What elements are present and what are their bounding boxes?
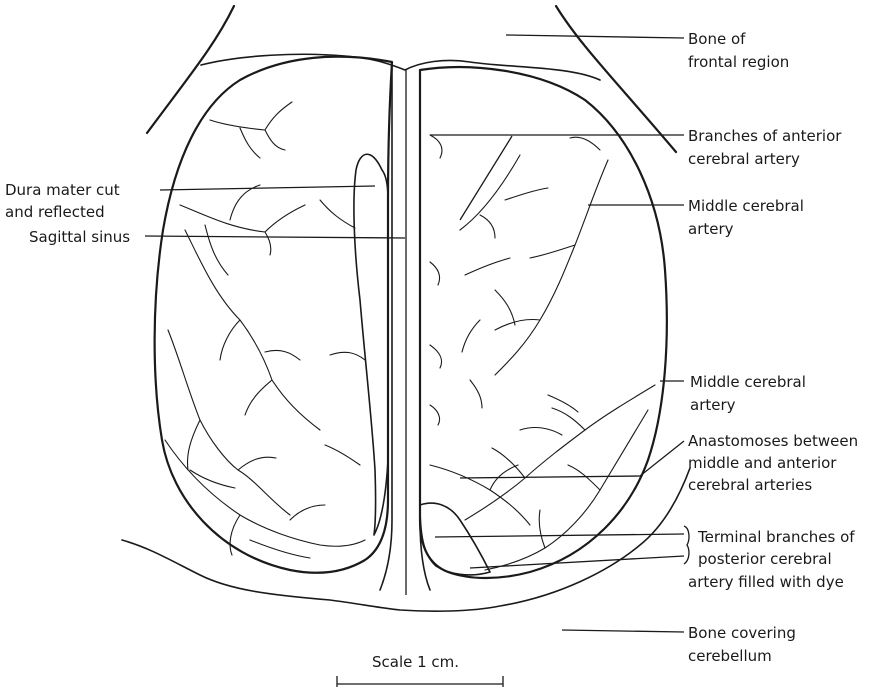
label-anterior-branches-line-2: cerebral artery xyxy=(688,150,800,168)
label-bone-frontal: Bone of frontal region xyxy=(688,30,789,71)
label-anastomoses-line-2: middle and anterior xyxy=(688,454,837,472)
label-anastomoses-line-3: cerebral arteries xyxy=(688,476,812,494)
label-terminal-branches-line-2: posterior cerebral xyxy=(698,550,832,568)
midline-structures xyxy=(354,62,430,595)
label-scale: Scale 1 cm. xyxy=(372,653,459,671)
left-hemisphere xyxy=(155,57,392,573)
label-terminal-branches-line-3: artery filled with dye xyxy=(688,573,844,591)
sagittal-sinus-right-wall xyxy=(420,70,430,590)
left-vessels xyxy=(165,102,365,558)
label-middle-cerebral-2-line-1: Middle cerebral xyxy=(690,373,806,391)
label-scale-line-1: Scale 1 cm. xyxy=(372,653,459,671)
right-hemisphere xyxy=(420,67,667,578)
label-sagittal-sinus-line-1: Sagittal sinus xyxy=(29,228,130,246)
label-bone-cerebellum-line-2: cerebellum xyxy=(688,647,772,665)
label-anterior-branches-line-1: Branches of anterior xyxy=(688,127,842,145)
label-bone-cerebellum-line-1: Bone covering xyxy=(688,624,796,642)
label-sagittal-sinus: Sagittal sinus xyxy=(29,228,130,246)
label-terminal-branches-line-1: Terminal branches of xyxy=(697,528,855,546)
reflected-dura-flap xyxy=(354,154,388,535)
label-dura-mater-line-1: Dura mater cut xyxy=(5,181,120,199)
leader-anastomoses xyxy=(460,441,684,478)
label-dura-mater-line-2: and reflected xyxy=(5,203,105,221)
label-bone-cerebellum: Bone covering cerebellum xyxy=(688,624,801,665)
leader-anterior-branches-2 xyxy=(460,136,512,220)
terminal-brace xyxy=(684,526,689,564)
label-dura-mater: Dura mater cut and reflected xyxy=(5,181,124,221)
scale-bar xyxy=(337,676,503,687)
label-anterior-branches: Branches of anterior cerebral artery xyxy=(688,127,846,168)
right-vessels xyxy=(430,135,655,570)
label-middle-cerebral-1: Middle cerebral artery xyxy=(688,197,809,238)
frontal-bone-cut-edge xyxy=(201,54,600,80)
leader-dura-mater xyxy=(160,186,375,190)
label-terminal-branches: Terminal branches of posterior cerebral … xyxy=(688,528,859,591)
label-middle-cerebral-2: Middle cerebral artery xyxy=(690,373,811,414)
label-middle-cerebral-1-line-1: Middle cerebral xyxy=(688,197,804,215)
label-middle-cerebral-2-line-2: artery xyxy=(690,396,736,414)
labels: Bone of frontal region Branches of anter… xyxy=(5,30,863,671)
leader-sagittal-sinus xyxy=(145,236,405,238)
label-middle-cerebral-1-line-2: artery xyxy=(688,220,734,238)
leader-bone-frontal xyxy=(506,35,684,38)
label-bone-frontal-line-2: frontal region xyxy=(688,53,789,71)
leader-terminal-1 xyxy=(435,534,684,537)
left-hemisphere-outline xyxy=(155,57,392,573)
dye-filled-region xyxy=(420,503,490,575)
right-hemisphere-outline xyxy=(420,67,667,578)
leader-terminal-2 xyxy=(470,556,684,568)
leader-bone-cerebellum xyxy=(562,630,684,632)
label-bone-frontal-line-1: Bone of xyxy=(688,30,746,48)
label-anastomoses: Anastomoses between middle and anterior … xyxy=(688,432,863,494)
frontal-bone-left-edge xyxy=(147,6,234,133)
label-anastomoses-line-1: Anastomoses between xyxy=(688,432,858,450)
